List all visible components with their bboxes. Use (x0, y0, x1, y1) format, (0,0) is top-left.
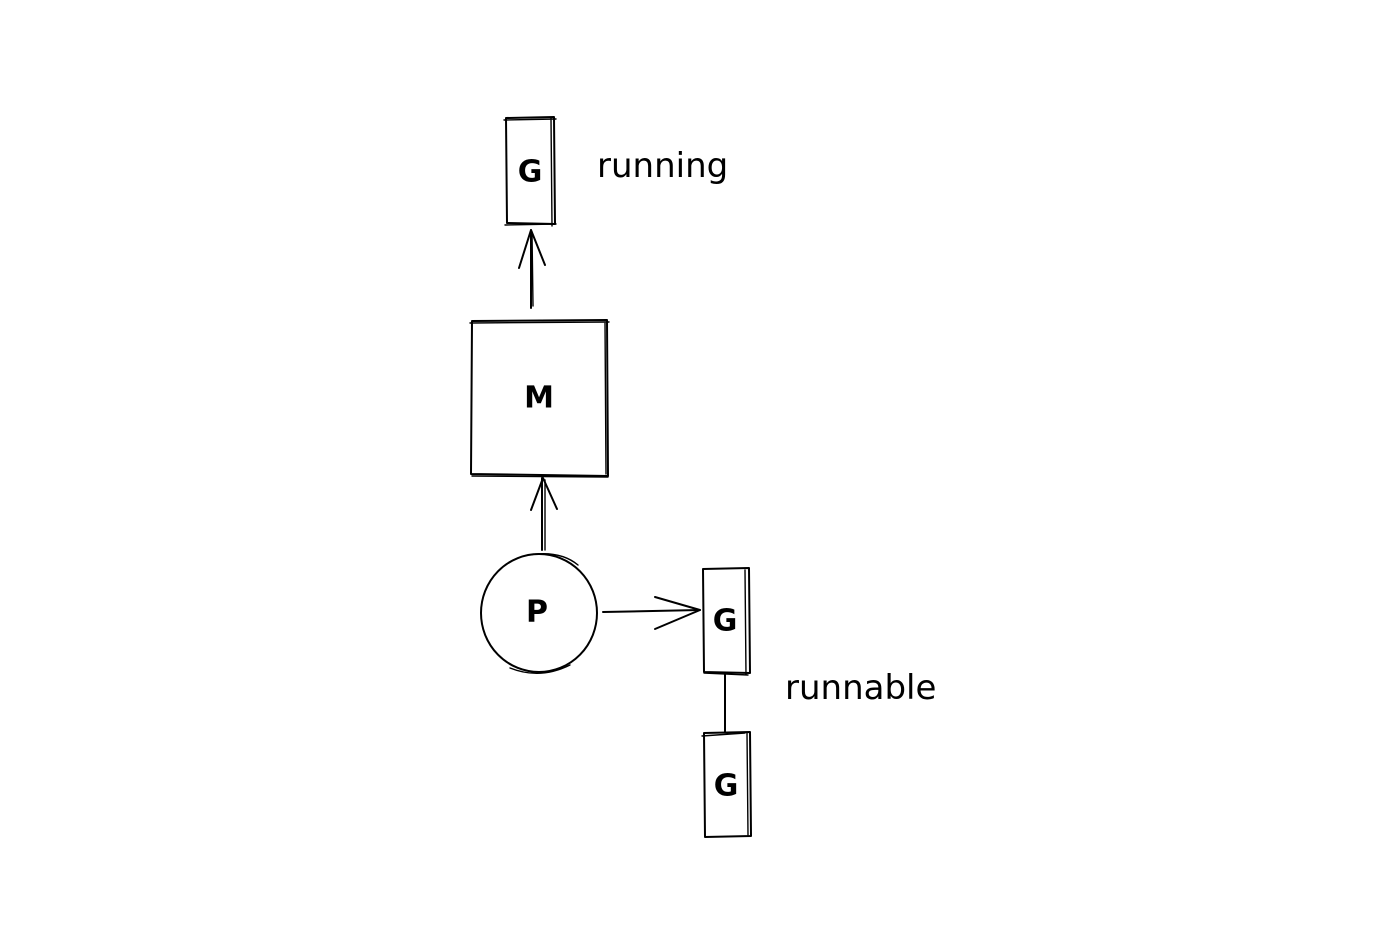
arrow-m-to-running-g (518, 229, 546, 309)
arrow-p-to-m (530, 477, 558, 551)
runnable-g2-box (701, 731, 752, 838)
runnable-state-label: runnable (785, 668, 937, 708)
m-label: M (524, 380, 554, 416)
arrow-p-to-runnable-g (602, 596, 701, 630)
p-label: P (526, 594, 548, 630)
runnable-g1-label: G (712, 603, 738, 639)
runnable-g2-label: G (713, 768, 739, 804)
m-box (469, 319, 610, 478)
running-g-label: G (517, 154, 543, 190)
p-circle (480, 553, 598, 674)
running-g-box (503, 116, 557, 227)
running-state-label: running (597, 146, 729, 186)
